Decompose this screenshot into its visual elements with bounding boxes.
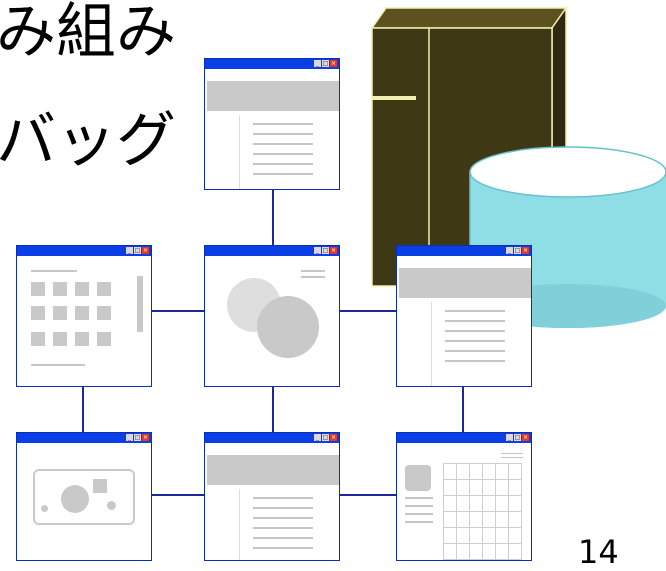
window-icon: _□× — [16, 245, 152, 387]
window-icon: _□× — [204, 432, 340, 561]
window-icon: _□× — [204, 58, 340, 190]
connector-bottom-left — [150, 494, 206, 496]
connector-center-down — [272, 376, 274, 432]
connector-right-down — [462, 376, 464, 432]
window-icon: _□× — [396, 245, 532, 387]
window-icon: _□× — [16, 432, 152, 561]
connector-left-down — [82, 376, 84, 432]
window-icon: _□× — [396, 432, 532, 561]
connector-top — [272, 188, 274, 246]
connector-center-right — [340, 310, 398, 312]
connector-left-center — [150, 310, 206, 312]
connector-bottom-right — [340, 494, 398, 496]
slide-text-line-2: バッグ — [0, 106, 176, 176]
page-number: 14 — [578, 533, 619, 571]
window-icon: _□× — [204, 245, 340, 387]
slide-text-line-1: み組み — [0, 0, 176, 67]
